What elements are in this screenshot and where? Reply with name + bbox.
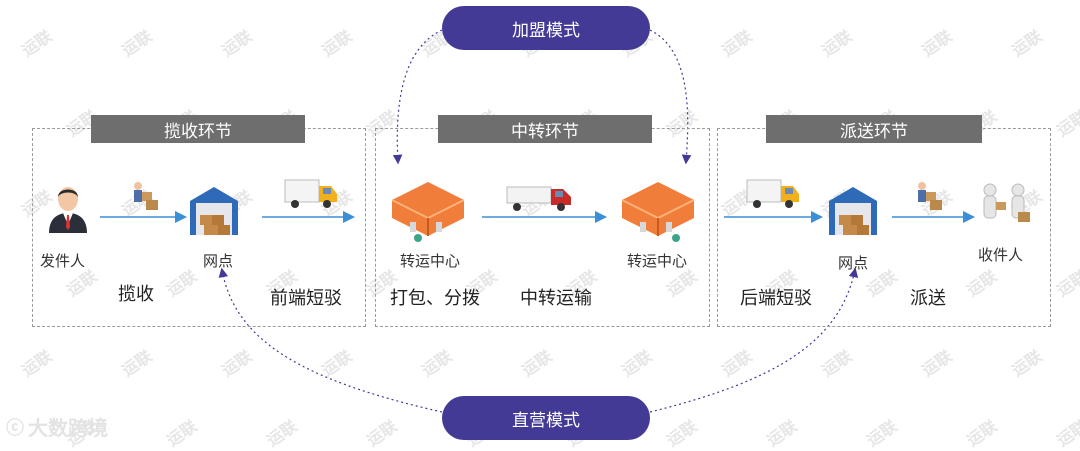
transit-section: 中转环节: [375, 115, 710, 327]
transit-section-title: 中转环节: [438, 115, 652, 143]
brand-text: 大数跨境: [28, 416, 108, 440]
courier-boxes-icon: [134, 182, 158, 210]
step-deliver: 派送: [910, 288, 946, 309]
step-front-shuttle: 前端短驳: [270, 288, 342, 309]
brand-icon: ⓒ: [6, 417, 24, 439]
receiver-person-icon: [983, 183, 1030, 222]
hub-label-right: 转运中心: [627, 252, 688, 270]
delivery-section: 派送环节: [717, 115, 1051, 327]
cargo-truck-icon: [506, 186, 571, 211]
franchise-model-pill: 加盟模式: [442, 6, 650, 50]
delivery-section-title: 派送环节: [766, 115, 982, 143]
collect-section: 揽收环节: [32, 115, 366, 327]
step-transfer-transport: 中转运输: [520, 288, 592, 309]
outlet-warehouse-icon: [190, 187, 238, 235]
hub-label-left: 转运中心: [400, 252, 461, 270]
step-pack-sort: 打包、分拨: [390, 288, 480, 309]
collect-section-title: 揽收环节: [91, 115, 305, 143]
truck-icon: [284, 179, 337, 208]
direct-arrow-right: [649, 267, 859, 413]
franchise-arrow-right: [649, 29, 692, 165]
receiver-label: 收件人: [978, 246, 1024, 264]
step-collect: 揽收: [118, 284, 154, 305]
transfer-center-icon-2: [621, 182, 695, 242]
direct-arrow-left: [218, 267, 443, 413]
sender-label: 发件人: [40, 252, 86, 270]
outlet-warehouse-icon-2: [829, 187, 877, 235]
outlet-label: 网点: [203, 252, 234, 270]
truck-icon-2: [746, 179, 799, 208]
franchise-arrow-left: [392, 29, 443, 165]
transfer-center-icon: [391, 182, 465, 242]
direct-model-pill: 直营模式: [442, 396, 650, 440]
step-back-shuttle: 后端短驳: [740, 288, 812, 309]
outlet-label-2: 网点: [838, 254, 869, 272]
brand-logo: ⓒ 大数跨境: [6, 412, 108, 441]
courier-boxes-icon-2: [918, 182, 942, 210]
sender-person-icon: [49, 187, 87, 233]
